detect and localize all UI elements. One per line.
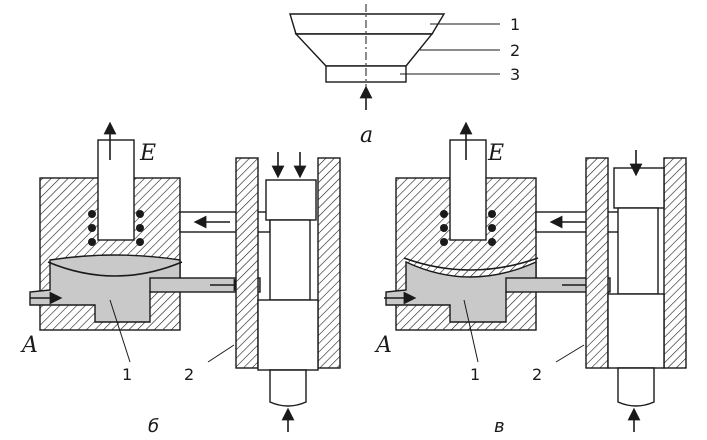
leader-b-2 bbox=[207, 344, 235, 363]
cylinder-wall-left-v bbox=[585, 157, 609, 369]
leader-v-2 bbox=[555, 344, 585, 363]
diaphragm-cavity-v bbox=[385, 260, 537, 323]
exhaust-channel-b bbox=[97, 139, 135, 241]
piston-lower-v bbox=[607, 293, 665, 369]
leader-b-1 bbox=[109, 299, 131, 363]
cylinder-wall-left-b bbox=[235, 157, 259, 369]
piston-top-v bbox=[613, 167, 665, 209]
spring-v bbox=[440, 210, 496, 246]
label-b-2: 2 bbox=[184, 365, 194, 384]
piston-rod-v bbox=[617, 207, 659, 295]
spring-b bbox=[88, 210, 144, 246]
lower-pipe-v bbox=[505, 277, 611, 293]
piston-top-b bbox=[265, 179, 317, 221]
diaphragm-b bbox=[47, 261, 183, 277]
plunger-b bbox=[269, 369, 307, 407]
port-e-b: E bbox=[139, 141, 156, 166]
lower-pipe-b bbox=[149, 277, 261, 293]
plunger-v bbox=[617, 367, 655, 407]
piston-rod-b bbox=[269, 219, 311, 301]
view-v-assembly: E A 1 2 в bbox=[374, 121, 687, 437]
port-a-b: A bbox=[20, 333, 38, 358]
leader-v-1 bbox=[463, 299, 479, 363]
label-v-1: 1 bbox=[470, 365, 480, 384]
piston-lower-b bbox=[257, 299, 319, 371]
label-b-1: 1 bbox=[122, 365, 132, 384]
cylinder-wall-right-v bbox=[663, 157, 687, 369]
view-b-assembly: E A 1 2 б bbox=[20, 121, 341, 437]
view-label-b: б bbox=[148, 416, 159, 437]
piston-body-2 bbox=[294, 33, 434, 67]
label-part-1: 1 bbox=[510, 15, 520, 34]
view-a-piston: 1 2 3 а bbox=[289, 4, 520, 148]
view-label-v: в bbox=[494, 416, 505, 437]
diaphragm-cavity-b bbox=[29, 254, 181, 323]
label-part-2: 2 bbox=[510, 41, 520, 60]
view-label-a: а bbox=[360, 123, 373, 148]
exhaust-channel-v bbox=[449, 139, 487, 241]
cylinder-wall-right-b bbox=[317, 157, 341, 369]
piston-head-1 bbox=[289, 13, 446, 35]
label-v-2: 2 bbox=[532, 365, 542, 384]
label-part-3: 3 bbox=[510, 65, 520, 84]
diaphragm-v bbox=[403, 257, 539, 271]
port-e-v: E bbox=[487, 141, 504, 166]
port-a-v: A bbox=[374, 333, 392, 358]
